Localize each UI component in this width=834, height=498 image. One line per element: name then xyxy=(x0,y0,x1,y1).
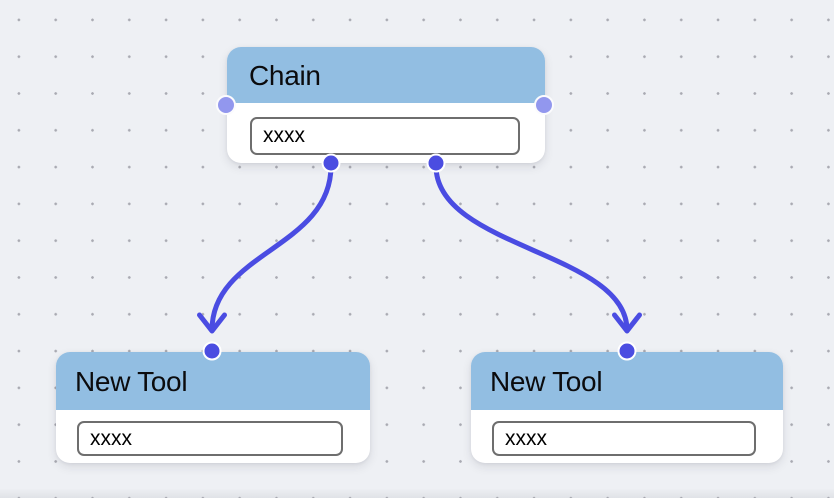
handle-chain-left[interactable] xyxy=(216,95,236,115)
node-tool-left-title: New Tool xyxy=(75,366,188,397)
node-tool-left[interactable]: New Tool xyxy=(56,341,370,463)
node-chain[interactable]: Chain xyxy=(216,47,554,173)
node-tool-right[interactable]: New Tool xyxy=(471,341,783,463)
node-tool-right-body xyxy=(471,410,783,463)
node-tool-left-text-input[interactable] xyxy=(77,421,343,456)
node-tool-left-header[interactable]: New Tool xyxy=(56,352,370,410)
node-tool-right-title: New Tool xyxy=(490,366,603,397)
handle-chain-output-1[interactable] xyxy=(321,153,341,173)
node-tool-right-text-input[interactable] xyxy=(492,421,756,456)
node-tool-left-body xyxy=(56,410,370,463)
edge-curve[interactable] xyxy=(209,163,334,333)
handle-chain-right[interactable] xyxy=(534,95,554,115)
node-chain-text-input[interactable] xyxy=(250,117,520,155)
node-chain-title: Chain xyxy=(249,60,321,91)
edge-chain-to-tool-right[interactable] xyxy=(433,163,642,334)
node-tool-right-header[interactable]: New Tool xyxy=(471,352,783,410)
edge-chain-to-tool-left[interactable] xyxy=(197,163,334,334)
arrowhead-down-icon xyxy=(612,312,642,334)
arrowhead-down-icon xyxy=(197,312,227,334)
node-chain-body xyxy=(227,103,545,163)
node-chain-header[interactable]: Chain xyxy=(227,47,545,103)
handle-chain-output-2[interactable] xyxy=(426,153,446,173)
handle-tool-right-input[interactable] xyxy=(617,341,637,361)
handle-tool-left-input[interactable] xyxy=(202,341,222,361)
edge-curve[interactable] xyxy=(433,163,630,333)
